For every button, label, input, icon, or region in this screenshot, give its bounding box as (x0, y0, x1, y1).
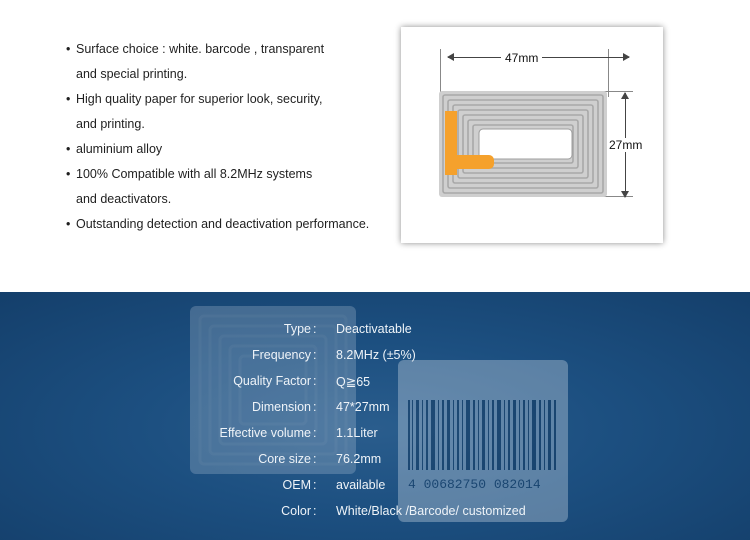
spec-value: 76.2mm (336, 452, 382, 466)
spec-label: Effective volume (219, 426, 311, 440)
spec-colon: : (313, 348, 317, 362)
spec-label: Core size (258, 452, 311, 466)
spec-colon: : (313, 504, 317, 518)
spec-label: Type (283, 322, 311, 336)
spec-value: 47*27mm (336, 400, 390, 414)
spec-value: 1.1Liter (336, 426, 378, 440)
spec-value: Q≧65 (336, 375, 371, 389)
spec-row-dimension: Dimension : 47*27mm (0, 400, 750, 418)
feature-text: 100% Compatible with all 8.2MHz systems (76, 167, 313, 181)
spec-label: Quality Factor (233, 374, 311, 388)
spec-colon: : (313, 400, 317, 414)
spec-row-quality-factor: Quality Factor : Q≧65 (0, 374, 750, 392)
spec-colon: : (313, 374, 317, 388)
tag-photo-background (190, 306, 356, 474)
spec-label: Frequency (251, 348, 311, 362)
barcode-label-background: 4 00682750 082014 (398, 360, 568, 522)
dimension-tick (601, 91, 633, 92)
spec-value: White/Black /Barcode/ customized (336, 504, 526, 518)
width-label: 47mm (501, 51, 543, 65)
dimension-tick (601, 196, 633, 197)
spec-colon: : (313, 452, 317, 466)
feature-list: Surface choice : white. barcode , transp… (66, 37, 396, 237)
spec-label: Color (281, 504, 311, 518)
spec-label: Dimension (251, 400, 311, 414)
tag-diagram-card: 47mm 27mm (401, 27, 663, 243)
feature-text: aluminium alloy (76, 142, 163, 156)
spec-row-effective-volume: Effective volume : 1.1Liter (0, 426, 750, 444)
feature-item: Surface choice : white. barcode , transp… (66, 37, 396, 87)
spec-row-type: Type : Deactivatable (0, 322, 750, 340)
spec-row-color: Color : White/Black /Barcode/ customized (0, 504, 750, 522)
feature-text: High quality paper for superior look, se… (76, 92, 323, 106)
feature-item: High quality paper for superior look, se… (66, 87, 396, 137)
feature-text-cont: and printing. (76, 117, 145, 131)
spec-row-core-size: Core size : 76.2mm (0, 452, 750, 470)
feature-item: aluminium alloy (66, 137, 396, 162)
feature-item: 100% Compatible with all 8.2MHz systems … (66, 162, 396, 212)
height-label: 27mm (607, 138, 645, 152)
feature-text: Outstanding detection and deactivation p… (76, 217, 370, 231)
dimension-tick (608, 49, 609, 97)
rf-tag-illustration (439, 91, 607, 197)
spec-list: Type : Deactivatable Frequency : 8.2MHz … (0, 292, 750, 540)
spec-value: available (336, 478, 386, 492)
feature-text: Surface choice : white. barcode , transp… (76, 42, 325, 56)
spec-row-oem: OEM : available (0, 478, 750, 496)
barcode-digits: 4 00682750 082014 (408, 477, 541, 492)
spec-colon: : (313, 322, 317, 336)
spec-value: 8.2MHz (±5%) (336, 348, 416, 362)
spec-value: Deactivatable (336, 322, 412, 336)
spec-colon: : (313, 426, 317, 440)
feature-text-cont: and special printing. (76, 67, 188, 81)
feature-item: Outstanding detection and deactivation p… (66, 212, 396, 237)
feature-section: Surface choice : white. barcode , transp… (0, 0, 750, 292)
spec-row-frequency: Frequency : 8.2MHz (±5%) (0, 348, 750, 366)
dimension-tick (440, 49, 441, 97)
spec-colon: : (313, 478, 317, 492)
specification-panel: 4 00682750 082014 Type : Deactivatable F… (0, 292, 750, 540)
spec-label: OEM (282, 478, 311, 492)
feature-text-cont: and deactivators. (76, 192, 172, 206)
